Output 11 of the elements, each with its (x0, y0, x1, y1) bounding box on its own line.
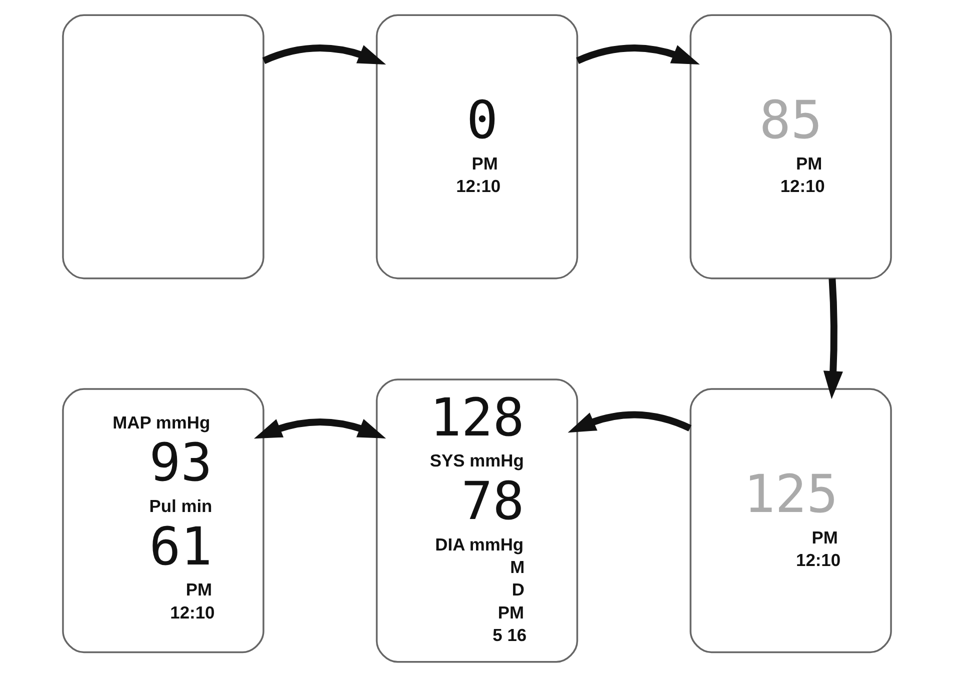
node-box: 0 PM 12:10 (376, 14, 578, 280)
node-box: 128 SYS mmHg 78 DIA mmHg M D PM 5 16 (376, 378, 578, 663)
arrow (576, 44, 700, 65)
arrow (823, 278, 843, 400)
node-box: MAP mmHg 93 Pul min 61 PM 12:10 (62, 388, 264, 654)
node-box (62, 14, 264, 280)
arrow (262, 44, 386, 65)
arrow (254, 418, 386, 439)
node-box: 125 PM 12:10 (690, 388, 892, 654)
node-box: 85 PM 12:10 (690, 14, 892, 280)
arrow (568, 411, 692, 433)
